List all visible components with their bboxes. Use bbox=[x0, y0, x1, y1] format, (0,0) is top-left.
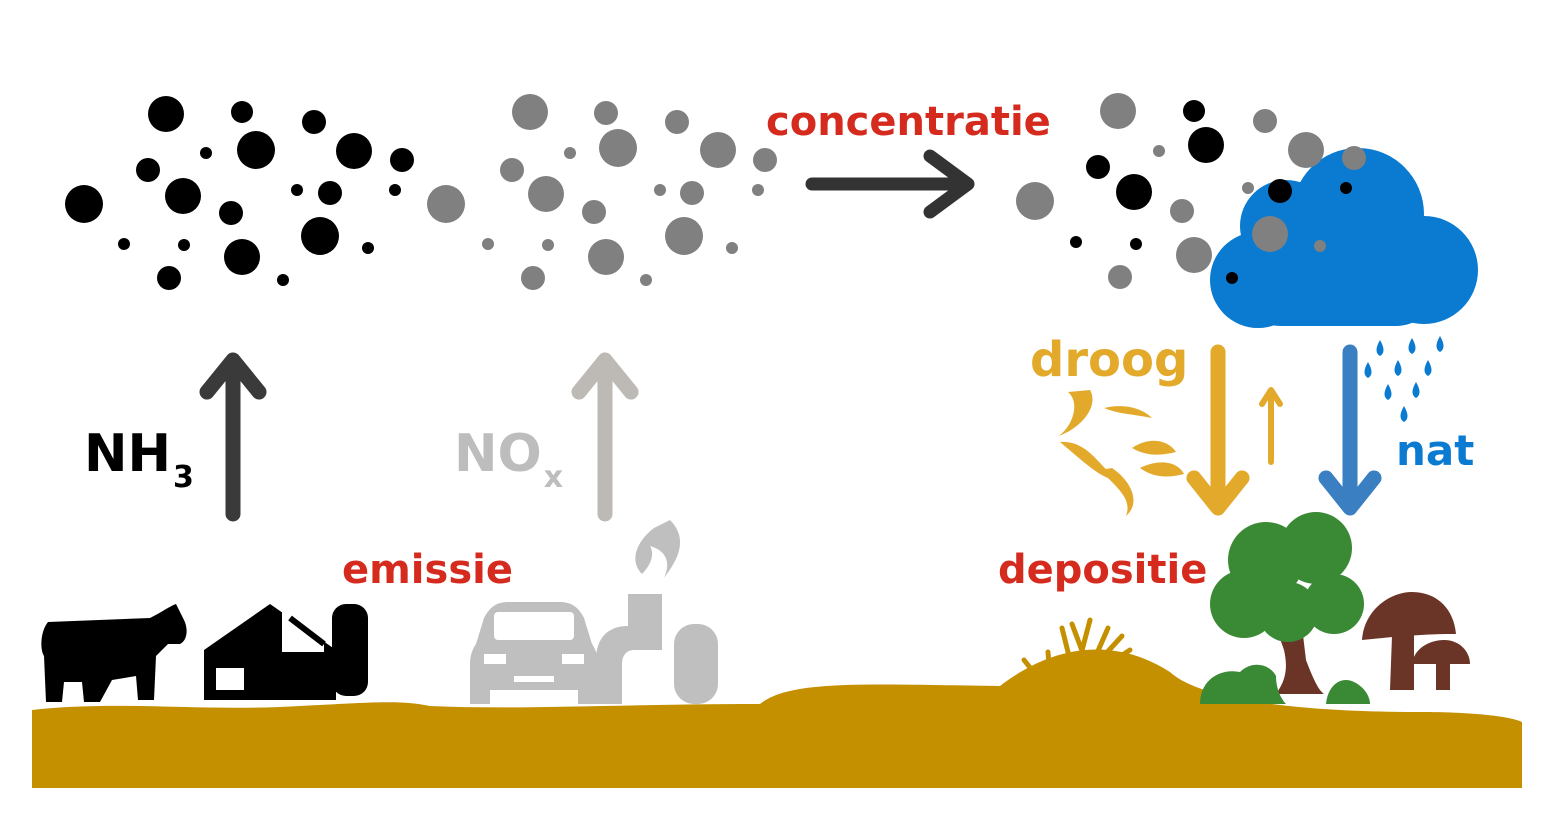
dry-deposition-arrow-up bbox=[1259, 387, 1283, 465]
dry-deposition-label: droog bbox=[1030, 332, 1189, 388]
ammonia-formula: NH3 bbox=[84, 428, 194, 493]
ammonia-particles bbox=[65, 96, 414, 290]
grass-tuft-icon bbox=[1021, 617, 1133, 683]
nox-emission-arrow bbox=[571, 352, 639, 522]
ammonia-formula-main: NH bbox=[84, 424, 172, 484]
ammonia-emission-arrow bbox=[199, 352, 267, 522]
ground-soil bbox=[32, 649, 1522, 788]
cow-icon bbox=[41, 604, 187, 702]
emission-label: emissie bbox=[342, 547, 513, 593]
deposition-label: depositie bbox=[998, 547, 1208, 593]
nitrogen-oxide-particles bbox=[427, 94, 777, 290]
mixed-particles-black bbox=[1070, 100, 1352, 284]
wet-deposition-label: nat bbox=[1396, 426, 1475, 475]
nitrogen-oxides-formula-main: NO bbox=[454, 424, 542, 484]
mushroom-icon bbox=[1362, 592, 1470, 690]
concentration-label: concentratie bbox=[766, 99, 1051, 145]
rain-cloud-icon bbox=[1210, 148, 1478, 328]
mixed-particles-grey bbox=[1016, 93, 1366, 289]
ammonia-formula-subscript: 3 bbox=[173, 460, 194, 495]
dry-deposition-arrow-down bbox=[1186, 344, 1250, 516]
raindrops-icon bbox=[1364, 336, 1444, 422]
farm-barn-icon bbox=[204, 604, 368, 700]
tree-icon bbox=[1200, 512, 1370, 704]
nitrogen-oxides-formula-subscript: x bbox=[543, 460, 564, 495]
factory-icon bbox=[596, 520, 718, 704]
nitrogen-oxides-formula: NOx bbox=[454, 428, 563, 493]
concentration-arrow bbox=[805, 149, 975, 219]
wet-deposition-arrow bbox=[1318, 344, 1382, 516]
car-icon bbox=[470, 602, 598, 704]
wind-leaf-icon bbox=[1058, 390, 1184, 516]
